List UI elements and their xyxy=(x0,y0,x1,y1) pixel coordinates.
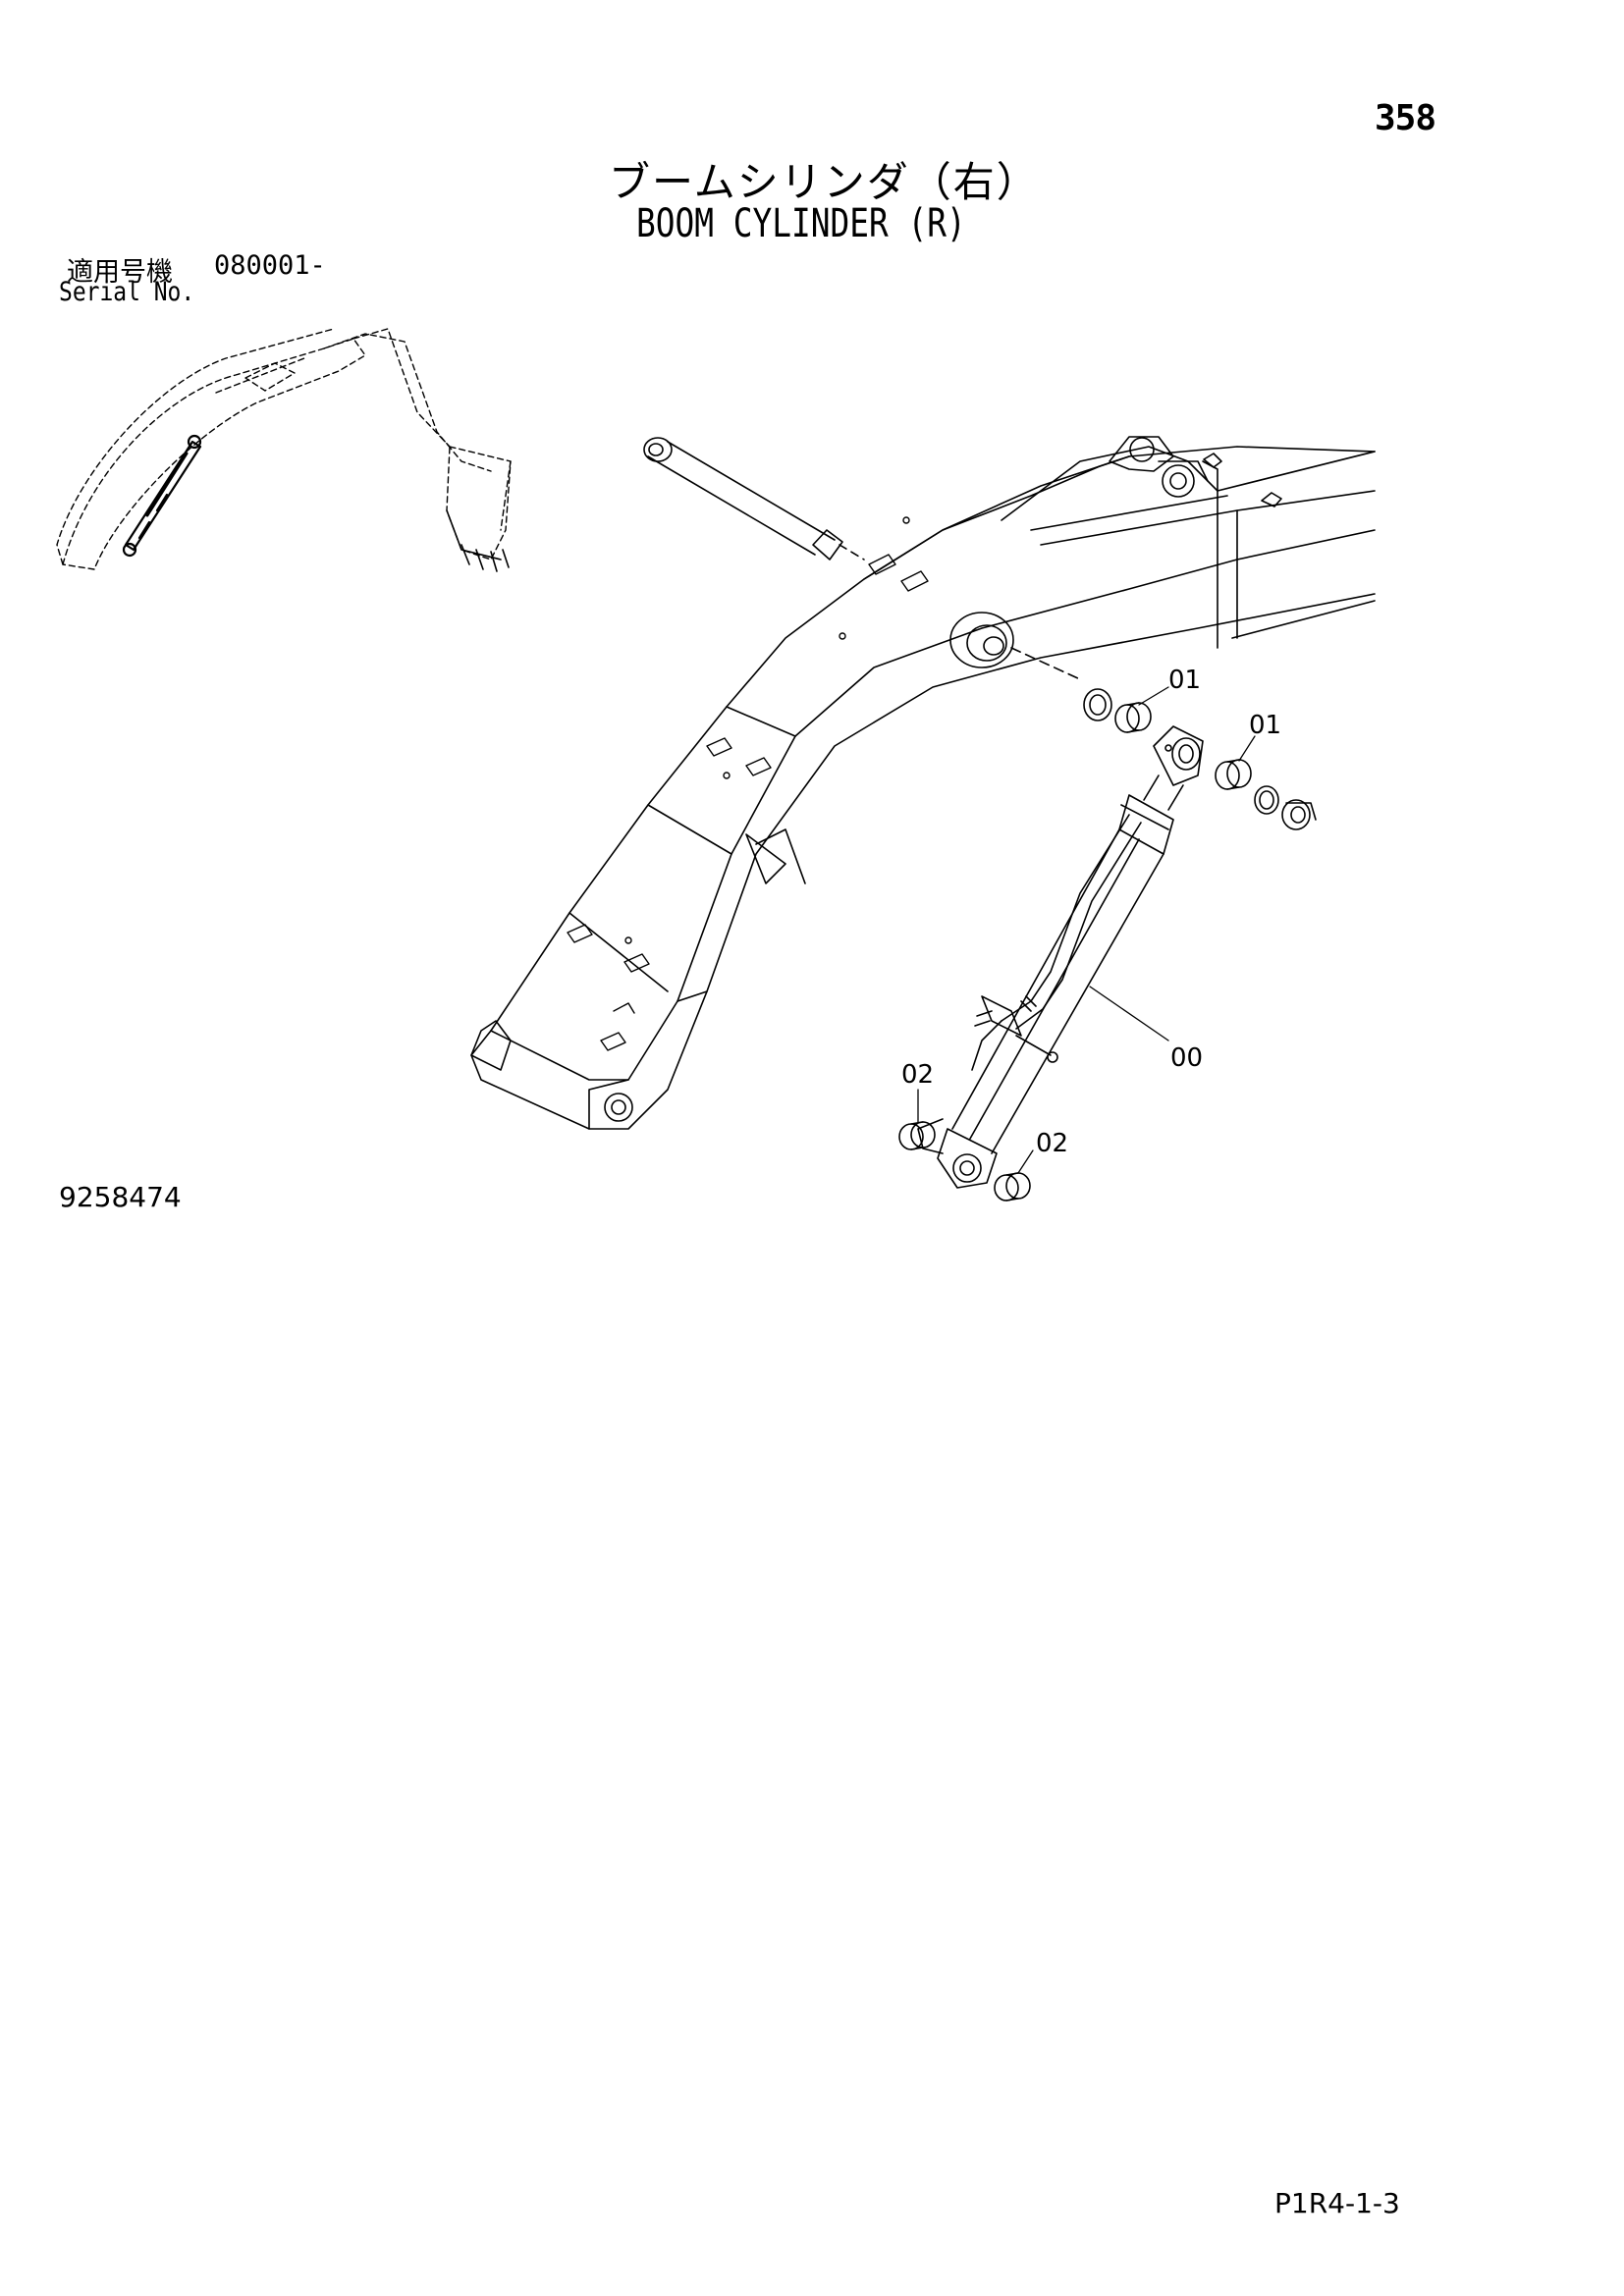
boom-pads xyxy=(568,517,928,1050)
callout-02-lower-right: 02 xyxy=(1036,1129,1069,1158)
callout-01-upper-right: 01 xyxy=(1249,711,1282,740)
pin-shaft xyxy=(644,438,864,560)
callout-00-boom-cylinder: 00 xyxy=(1170,1043,1204,1073)
boom-cylinder-assembly xyxy=(918,726,1203,1188)
upper-nut xyxy=(1282,800,1316,829)
overview-cylinder-highlight-icon xyxy=(124,436,200,556)
serial-number-value: 080001- xyxy=(214,250,326,281)
upper-bushing-01-b xyxy=(1216,760,1251,789)
lower-bushing-02-a xyxy=(899,1122,935,1149)
excavator-overview-icon xyxy=(57,329,511,569)
boom-structure xyxy=(471,447,1375,1129)
title-english: BOOM CYLINDER (R) xyxy=(636,201,966,246)
callout-02-lower-left: 02 xyxy=(901,1060,935,1090)
cylinder-mount-boss xyxy=(950,613,1080,679)
page-number: 358 xyxy=(1375,98,1436,138)
serial-label-english: Serial No. xyxy=(59,277,195,307)
upper-ring xyxy=(1255,786,1278,814)
callout-01-upper-left: 01 xyxy=(1168,666,1202,695)
boom-foot-boss xyxy=(471,1021,632,1129)
boom-head-bracket xyxy=(1110,437,1281,507)
bucket-teeth-icon xyxy=(447,510,509,571)
footer-page-code: P1R4-1-3 xyxy=(1274,2187,1400,2219)
serial-label-japanese: 適用号機 xyxy=(67,257,173,288)
title-japanese: ブームシリンダ（右） xyxy=(609,158,1040,206)
drawing-number: 9258474 xyxy=(59,1181,182,1213)
lower-bushing-02-b xyxy=(995,1173,1030,1201)
upper-washer xyxy=(1084,689,1111,721)
upper-bushing-01-a xyxy=(1115,703,1151,732)
callout-leader-lines xyxy=(918,687,1255,1173)
